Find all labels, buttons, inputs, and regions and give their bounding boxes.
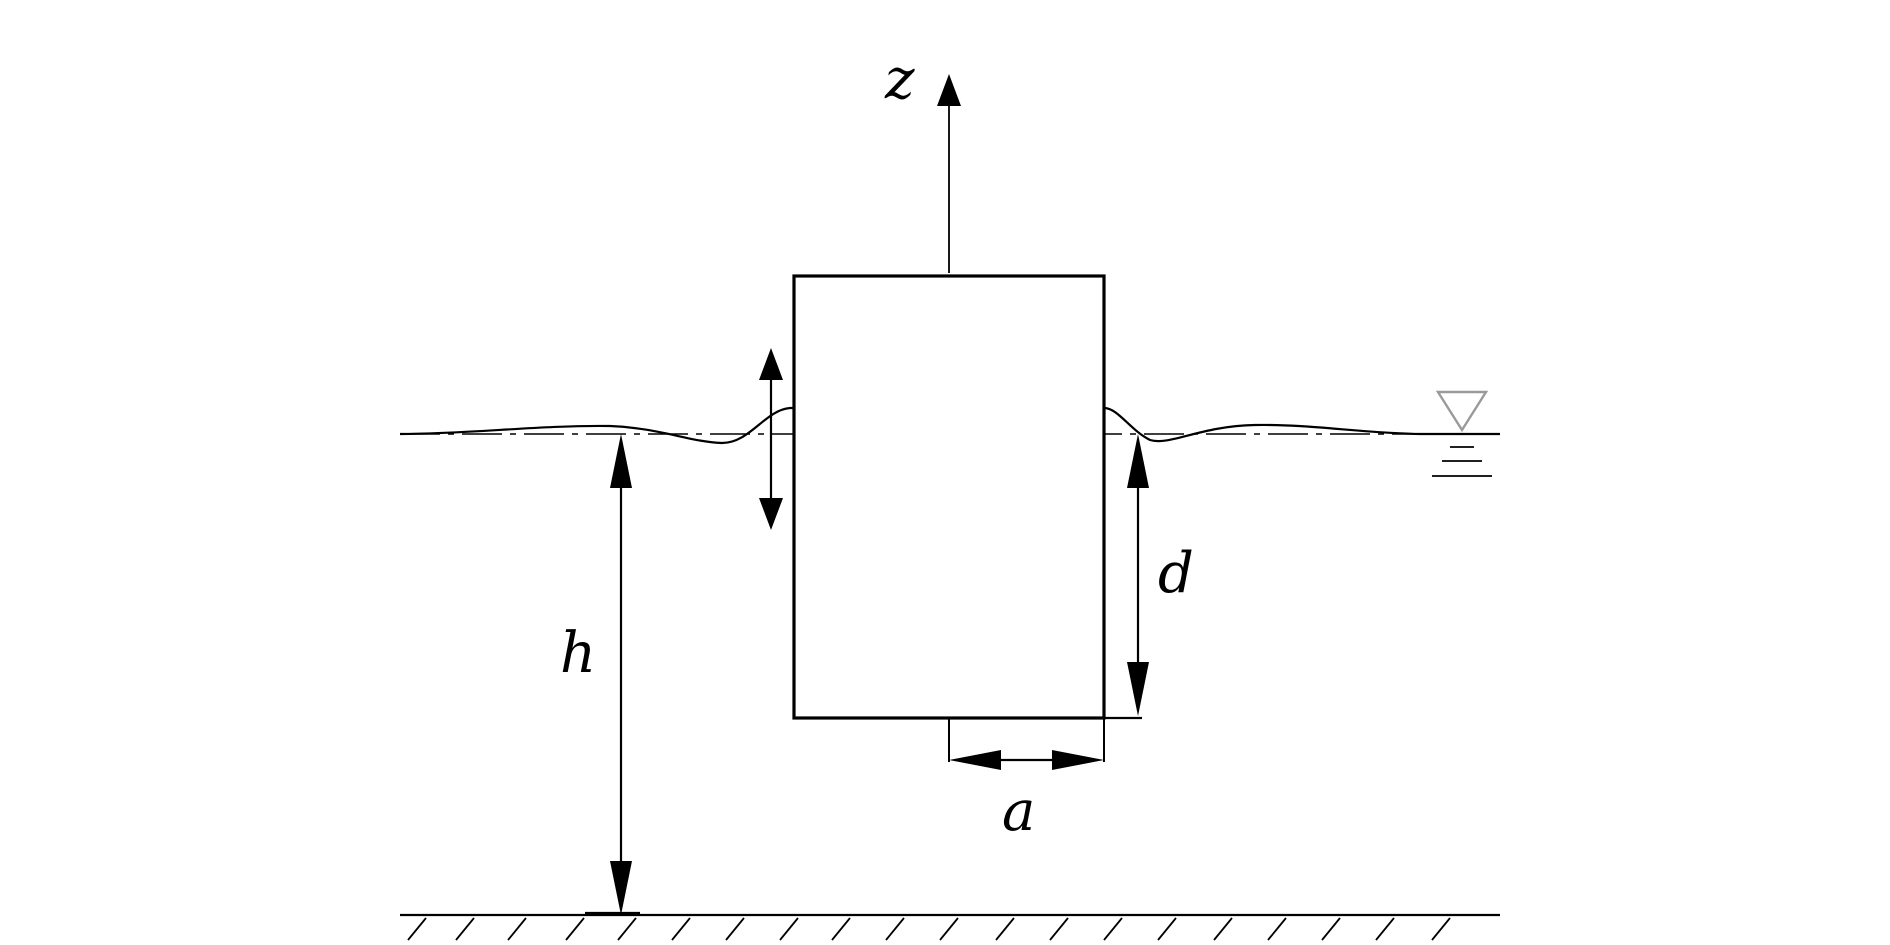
water-level-triangle-icon (1432, 390, 1492, 477)
wave-left (399, 406, 794, 445)
label-h: h (560, 621, 596, 686)
depth-dimension-h: h (560, 434, 640, 915)
seabed (400, 913, 1500, 941)
draft-dimension-d: d (1104, 434, 1194, 720)
label-a: a (1002, 779, 1035, 844)
wave-right (1103, 406, 1500, 443)
label-d: d (1158, 541, 1194, 606)
half-width-dimension-a: a (948, 718, 1105, 844)
z-axis: z (884, 47, 961, 273)
wave-surface (399, 406, 1500, 445)
label-z: z (884, 47, 915, 112)
heave-motion-arrow (759, 348, 783, 530)
z-axis-arrowhead (937, 74, 961, 106)
floating-body (792, 274, 1106, 720)
seabed-hatching (407, 917, 1451, 941)
